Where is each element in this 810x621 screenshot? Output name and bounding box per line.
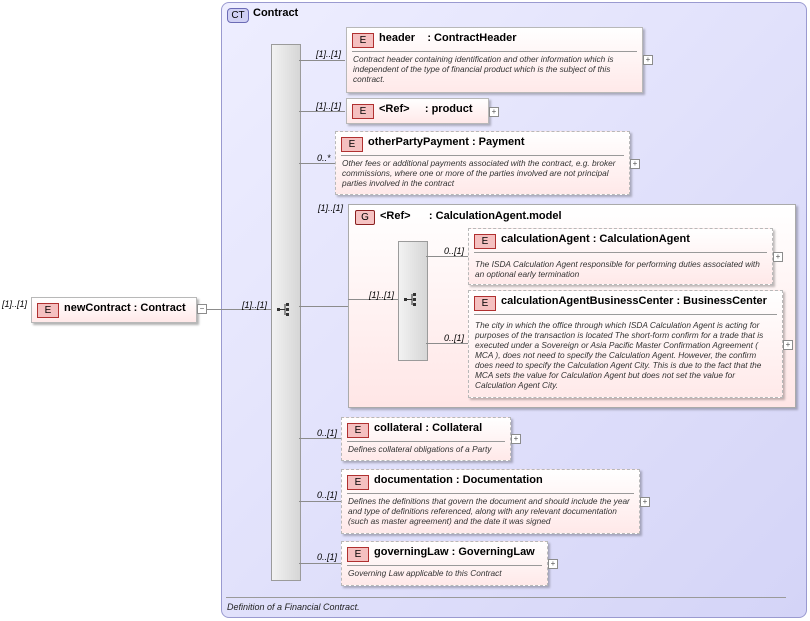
element-calculationagentbusinesscenter[interactable]: E calculationAgentBusinessCenter : Busin… [468, 290, 783, 398]
element-name: header : ContractHeader [379, 32, 517, 44]
element-badge: E [352, 104, 374, 119]
element-name: governingLaw : GoverningLaw [374, 546, 535, 558]
expand-toggle[interactable]: + [773, 252, 783, 262]
element-name: calculationAgentBusinessCenter : Busines… [501, 295, 767, 307]
element-doc: The ISDA Calculation Agent responsible f… [475, 259, 760, 279]
element-badge: E [341, 137, 363, 152]
complex-type-title: Contract [253, 7, 299, 19]
element-documentation[interactable]: E documentation : Documentation Defines … [341, 469, 640, 534]
element-doc: Defines collateral obligations of a Part… [348, 444, 492, 454]
expand-toggle[interactable]: + [489, 107, 499, 117]
expand-toggle[interactable]: + [783, 340, 793, 350]
governinglaw-cardinality: 0..[1] [317, 552, 338, 562]
element-name: otherPartyPayment : Payment [368, 136, 525, 148]
element-otherpartypayment[interactable]: E otherPartyPayment : Payment Other fees… [335, 131, 630, 195]
element-name: collateral : Collateral [374, 422, 483, 434]
element-doc: Defines the definitions that govern the … [348, 496, 630, 526]
expand-toggle[interactable]: + [643, 55, 653, 65]
expand-toggle[interactable]: + [511, 434, 521, 444]
element-product-ref[interactable]: E <Ref> : product [346, 98, 489, 124]
product-cardinality: [1]..[1] [316, 101, 342, 111]
group-sequence-cardinality: [1]..[1] [369, 290, 395, 300]
element-doc: Other fees or additional payments associ… [342, 158, 616, 188]
element-badge: E [347, 475, 369, 490]
element-badge: E [347, 547, 369, 562]
element-badge: E [474, 234, 496, 249]
element-doc: The city in which the office through whi… [475, 320, 764, 390]
root-element-label: newContract : Contract [64, 302, 186, 314]
sequence-icon [404, 293, 416, 306]
otherpartypayment-cardinality: 0..* [317, 153, 331, 163]
expand-toggle[interactable]: + [640, 497, 650, 507]
documentation-cardinality: 0..[1] [317, 490, 338, 500]
complex-type-documentation: Definition of a Financial Contract. [227, 602, 360, 612]
element-badge: E [37, 303, 59, 318]
root-element[interactable]: E newContract : Contract [31, 297, 197, 323]
element-governinglaw[interactable]: E governingLaw : GoverningLaw Governing … [341, 541, 548, 586]
header-cardinality: [1]..[1] [316, 49, 342, 59]
element-badge: E [474, 296, 496, 311]
group-sequence-compositor[interactable] [398, 241, 428, 361]
calculationagentbusinesscenter-cardinality: 0..[1] [444, 333, 465, 343]
element-calculationagent[interactable]: E calculationAgent : CalculationAgent Th… [468, 228, 773, 285]
sequence-icon [277, 303, 289, 316]
element-name: calculationAgent : CalculationAgent [501, 233, 690, 245]
collateral-cardinality: 0..[1] [317, 428, 338, 438]
element-badge: E [352, 33, 374, 48]
element-doc: Contract header containing identificatio… [353, 54, 614, 84]
root-cardinality: [1]..[1] [2, 299, 28, 309]
group-badge: G [355, 210, 375, 225]
element-name: documentation : Documentation [374, 474, 543, 486]
element-collateral[interactable]: E collateral : Collateral Defines collat… [341, 417, 511, 461]
expand-toggle[interactable]: + [630, 159, 640, 169]
footer-separator [226, 597, 786, 598]
element-doc: Governing Law applicable to this Contrac… [348, 568, 502, 578]
element-badge: E [347, 423, 369, 438]
sequence-cardinality: [1]..[1] [242, 300, 268, 310]
complex-type-badge: CT [227, 8, 249, 23]
group-cardinality: [1]..[1] [318, 203, 344, 213]
group-name: <Ref> : CalculationAgent.model [380, 210, 562, 222]
element-header[interactable]: E header : ContractHeader Contract heade… [346, 27, 643, 93]
element-name: <Ref> : product [379, 103, 473, 115]
expand-toggle[interactable]: + [548, 559, 558, 569]
sequence-compositor[interactable] [271, 44, 301, 581]
calculationagent-cardinality: 0..[1] [444, 246, 465, 256]
